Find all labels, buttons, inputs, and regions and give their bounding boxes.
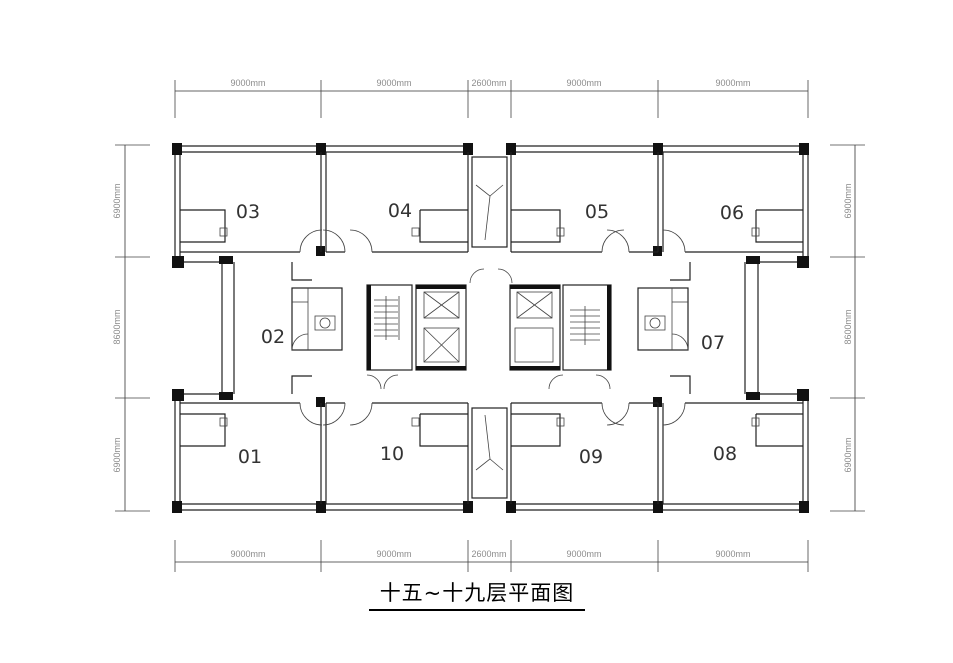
top-dim-label: 9000mm (376, 78, 411, 88)
right-dim-label: 6900mm (843, 183, 853, 218)
bottom-row-partitions (180, 402, 803, 504)
bottom-dim-label: 2600mm (471, 549, 506, 559)
right-dim-label: 8600mm (843, 309, 853, 344)
bottom-dim-label: 9000mm (566, 549, 601, 559)
left-dim-label: 6900mm (112, 437, 122, 472)
plan-title: 十五~十九层平面图 (369, 577, 585, 611)
room-label: 02 (261, 326, 285, 348)
room-label: 04 (388, 200, 412, 222)
room-label: 01 (238, 446, 262, 468)
top-dim-label: 2600mm (471, 78, 506, 88)
top-row-partitions (180, 152, 803, 253)
room-label: 07 (701, 332, 725, 354)
top-dim-label: 9000mm (715, 78, 750, 88)
left-dimension-chain: 6900mm 8600mm 6900mm (112, 144, 150, 512)
right-dim-label: 6900mm (843, 437, 853, 472)
room-label: 08 (713, 443, 737, 465)
top-dim-label: 9000mm (230, 78, 265, 88)
room-label: 09 (579, 446, 603, 468)
room-label: 05 (585, 201, 609, 223)
bottom-dim-label: 9000mm (376, 549, 411, 559)
room-labels: 03 04 05 06 02 07 01 10 09 08 (236, 200, 744, 468)
top-dim-label: 9000mm (566, 78, 601, 88)
left-dim-label: 6900mm (112, 183, 122, 218)
bottom-dimension-chain: 9000mm 9000mm 2600mm 9000mm 9000mm (174, 540, 809, 572)
mid-partitions (291, 262, 691, 394)
building-core (366, 268, 612, 390)
left-dim-label: 8600mm (112, 309, 122, 344)
right-dimension-chain: 6900mm 8600mm 6900mm (830, 144, 865, 512)
room-label: 06 (720, 202, 744, 224)
bottom-dim-label: 9000mm (715, 549, 750, 559)
bottom-dim-label: 9000mm (230, 549, 265, 559)
room-label: 10 (380, 443, 404, 465)
top-dimension-chain: 9000mm 9000mm 2600mm 9000mm 9000mm (174, 78, 809, 118)
room-label: 03 (236, 201, 260, 223)
central-shafts (471, 156, 508, 499)
